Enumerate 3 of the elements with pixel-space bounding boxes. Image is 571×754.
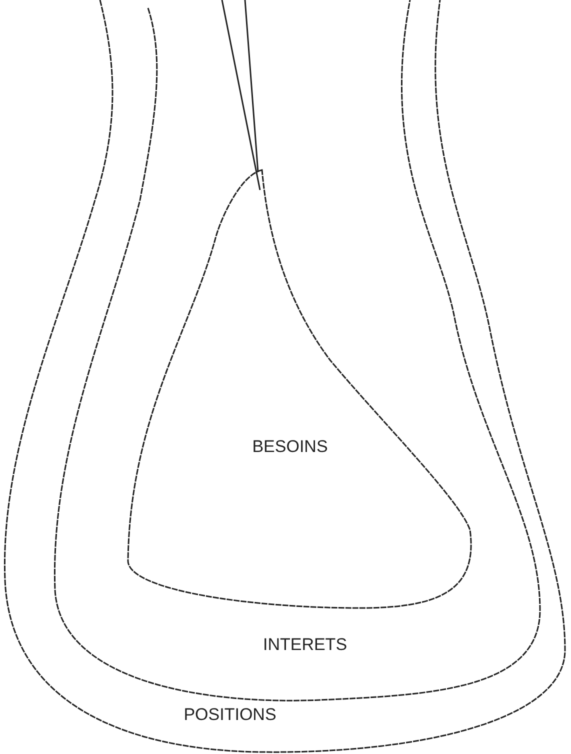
region-label: POSITIONS — [184, 705, 276, 725]
region-label: INTERETS — [262, 635, 348, 655]
region-label: BESOINS — [252, 437, 328, 457]
